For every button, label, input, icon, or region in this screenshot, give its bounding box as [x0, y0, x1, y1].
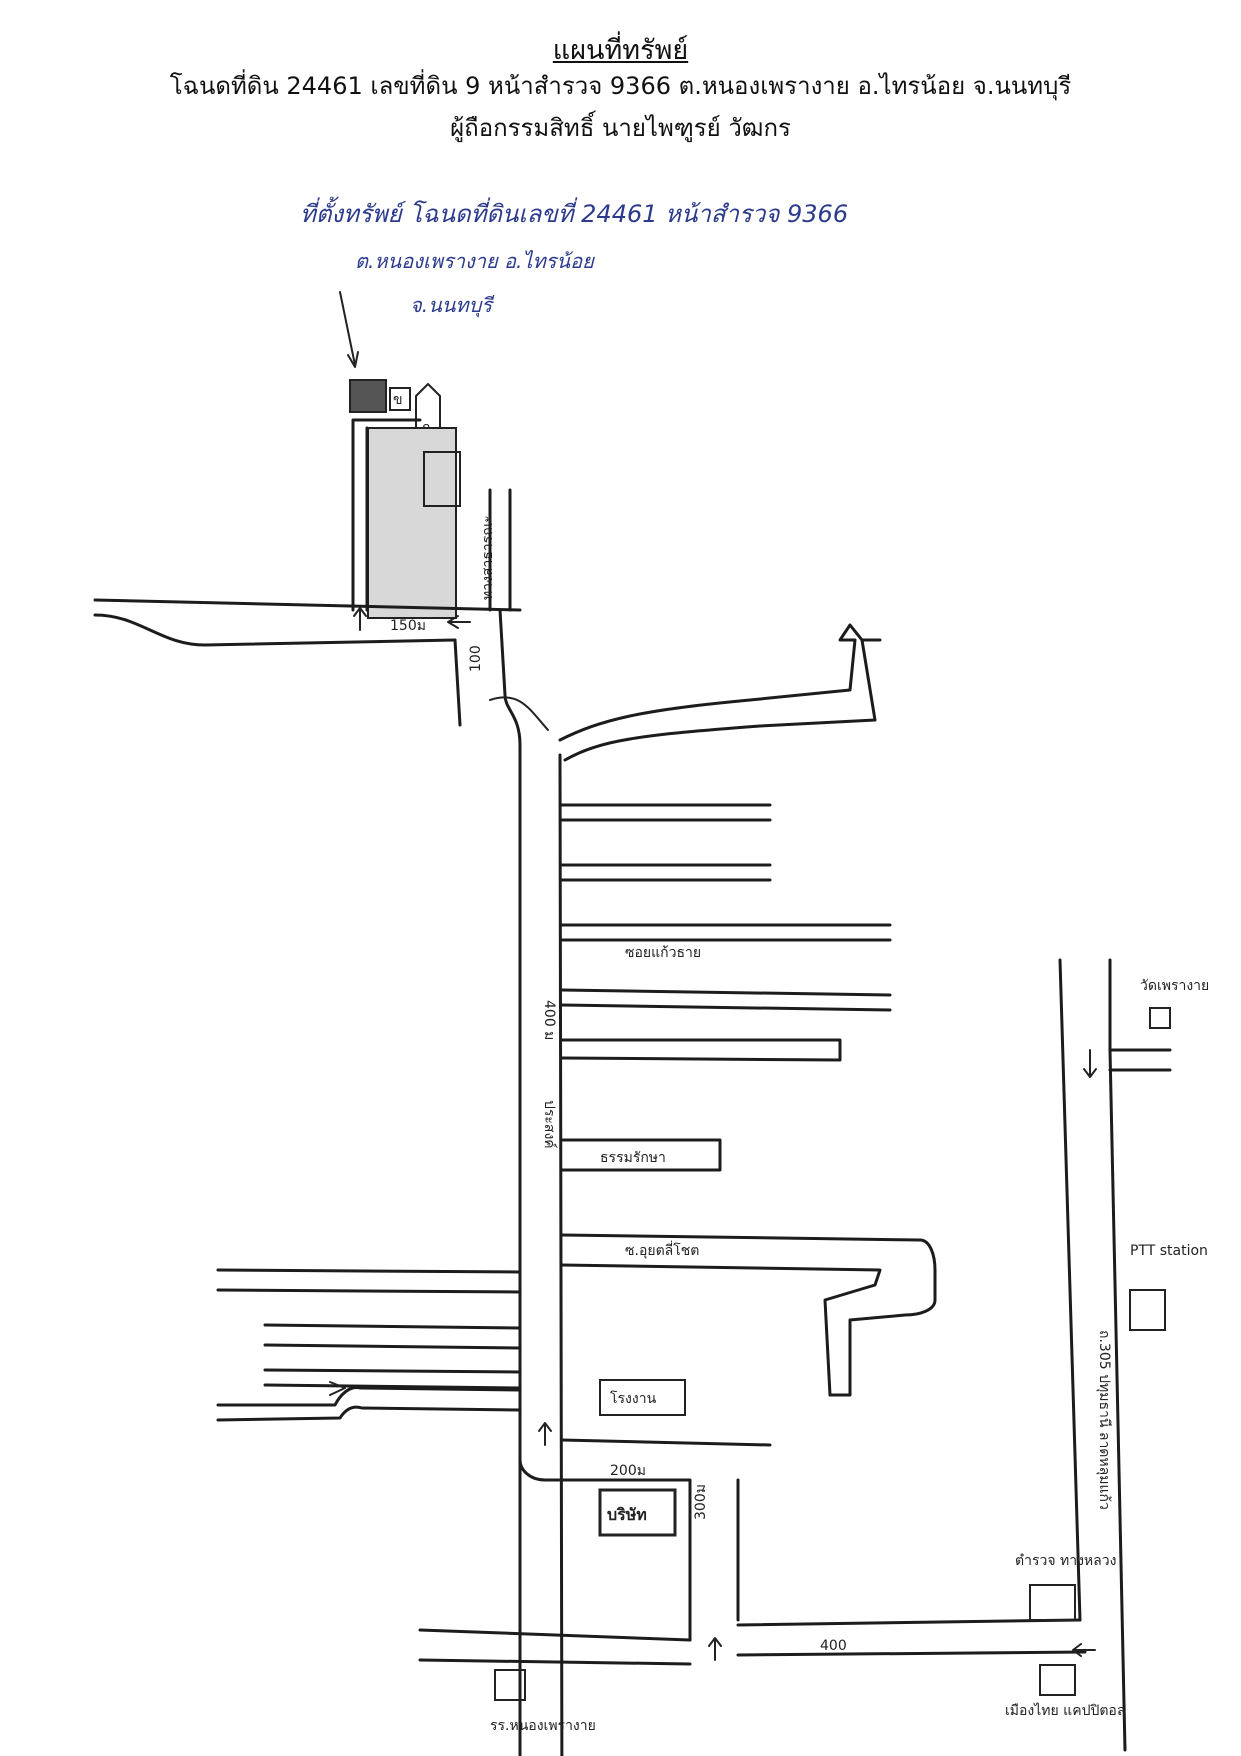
- location-note-line3: จ.นนทบุรี: [410, 293, 495, 318]
- public-lane-label: ทางสาธารณะ: [480, 515, 496, 600]
- page-title: แผนที่ทรัพย์: [552, 35, 689, 66]
- company-box: [598, 1488, 677, 1537]
- road-name-label: ประสงค์: [541, 1100, 558, 1149]
- road-400m-label: 400 ม: [541, 1000, 557, 1040]
- school-box: [494, 1669, 526, 1701]
- main-road-label: ถ.305 ปทุมธานี ลาดหลุมแก้ว: [1096, 1330, 1112, 1510]
- up-arrow-icon: [353, 607, 367, 631]
- owner-line: ผู้ถือกรรมสิทธิ์ นายไพฑูรย์ วัฒกร: [450, 114, 791, 142]
- soi-kaewthai-label: ซอยแก้วธาย: [625, 945, 701, 961]
- soi-uaitlichot-label: ซ.อุยตลี่โชต: [625, 1241, 699, 1259]
- property-marker: [349, 379, 387, 413]
- distance-150m: 150ม: [390, 618, 426, 634]
- distance-300m: 300ม: [693, 1484, 709, 1520]
- school-label: รร.หนองเพรางาย: [490, 1718, 596, 1734]
- distance-200m: 200ม: [610, 1463, 646, 1479]
- ptt-station-box: [1129, 1289, 1166, 1331]
- up-arrow-icon: [538, 1422, 552, 1446]
- police-label: ตำรวจ ทางหลวง: [1015, 1553, 1116, 1569]
- temple-label: วัดเพรางาย: [1140, 978, 1209, 994]
- location-note-line2: ต.หนองเพรางาย อ.ไทรน้อย: [355, 249, 595, 273]
- up-arrow-icon: [708, 1637, 722, 1661]
- factory-box: [599, 1379, 686, 1416]
- distance-100m: 100: [468, 645, 484, 672]
- soi-thammaraksa-label: ธรรมรักษา: [600, 1150, 666, 1166]
- side-arrow-icon: [329, 1381, 346, 1396]
- down-arrow-icon: [1083, 1049, 1097, 1078]
- distance-400m: 400: [820, 1638, 847, 1654]
- storage-building: [423, 451, 461, 507]
- left-arrow-icon: [447, 615, 471, 629]
- shop-building: [389, 387, 411, 411]
- pointer-arrow-icon: [339, 291, 359, 368]
- company-label: บริษัท: [607, 1505, 647, 1524]
- deed-info-line: โฉนดที่ดิน 24461 เลขที่ดิน 9 หน้าสำรวจ 9…: [169, 72, 1072, 100]
- factory-label: โรงงาน: [610, 1390, 657, 1407]
- left-arrow-icon: [1072, 1643, 1096, 1657]
- shop-label: ข: [393, 392, 403, 408]
- ptt-station-label: PTT station: [1130, 1243, 1208, 1259]
- curve-arrow-icon: [489, 696, 549, 731]
- mueangthai-box: [1039, 1664, 1076, 1696]
- land-parcel: [367, 427, 457, 619]
- property-plot: ข ก: [349, 379, 461, 619]
- mueangthai-label: เมืองไทย แคปปิตอล: [1005, 1702, 1125, 1719]
- temple-box: [1149, 1007, 1171, 1029]
- location-note-line1: ที่ตั้งทรัพย์ โฉนดที่ดินเลขที่ 24461 หน้…: [300, 196, 848, 228]
- police-box: [1029, 1584, 1076, 1621]
